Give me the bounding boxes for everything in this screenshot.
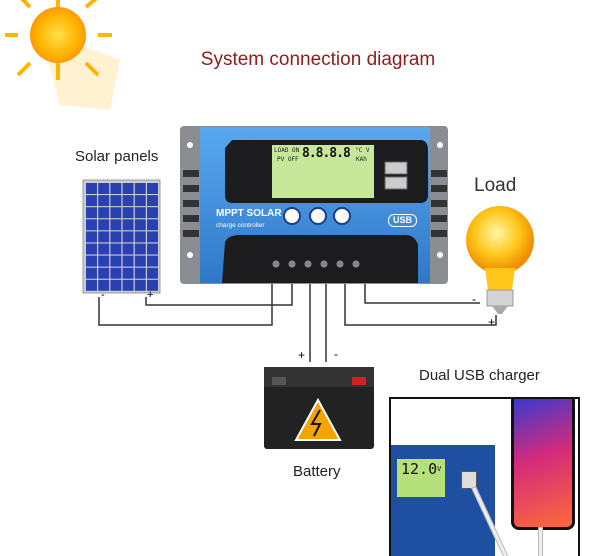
solar-cell xyxy=(134,195,146,207)
phone-cable xyxy=(538,527,543,556)
solar-cell xyxy=(134,255,146,267)
solar-cell xyxy=(86,219,97,231)
solar-cell xyxy=(98,231,110,243)
solar-cell xyxy=(147,195,158,207)
usb-badge: USB xyxy=(388,214,418,227)
solar-cell xyxy=(147,243,158,255)
load-plus: + xyxy=(488,315,496,329)
solar-cell xyxy=(122,207,134,219)
lcd-pv-off: PV OFF xyxy=(277,156,299,163)
solar-cell xyxy=(86,243,97,255)
solar-cell xyxy=(134,243,146,255)
smartphone-image xyxy=(511,399,575,530)
solar-cell xyxy=(147,219,158,231)
solar-cell xyxy=(86,255,97,267)
solar-cell xyxy=(98,243,110,255)
inset-lcd xyxy=(397,459,445,497)
panel-plus: + xyxy=(147,289,154,301)
solar-cell xyxy=(147,255,158,267)
solar-cell xyxy=(86,267,97,279)
solar-cell xyxy=(147,231,158,243)
brand-line-2: charge controller xyxy=(216,222,265,229)
lcd-load-on: LOAD ON xyxy=(274,147,300,154)
solar-cell xyxy=(147,267,158,279)
inset-lcd-value: 12.0 xyxy=(401,460,438,478)
solar-cell xyxy=(122,195,134,207)
diagram-title: System connection diagram xyxy=(200,49,436,70)
usb-charger-inset: 12.0V xyxy=(389,397,580,556)
battery-label: Battery xyxy=(293,463,341,480)
solar-cell xyxy=(134,279,146,291)
load-minus: - xyxy=(472,292,476,306)
load-label: Load xyxy=(474,175,517,196)
solar-cell xyxy=(98,219,110,231)
solar-cell xyxy=(122,279,134,291)
solar-cell xyxy=(110,207,122,219)
solar-cell xyxy=(147,183,158,194)
solar-cell xyxy=(110,219,122,231)
inset-lcd-unit: V xyxy=(437,465,442,473)
solar-cell xyxy=(110,231,122,243)
solar-cell xyxy=(110,279,122,291)
inset-lcd-reading: 12.0V xyxy=(401,461,441,478)
solar-cell xyxy=(147,207,158,219)
solar-cell xyxy=(134,207,146,219)
solar-cell xyxy=(86,231,97,243)
solar-cell xyxy=(122,219,134,231)
lcd-units-2: KAh xyxy=(356,156,367,163)
solar-cell xyxy=(110,183,122,194)
solar-cell xyxy=(134,183,146,194)
inset-usb-port xyxy=(461,471,477,489)
battery-minus: - xyxy=(334,347,338,361)
solar-cell xyxy=(86,195,97,207)
solar-cell xyxy=(98,207,110,219)
panel-minus: - xyxy=(101,289,105,301)
solar-cell xyxy=(86,279,97,291)
solar-cell xyxy=(147,279,158,291)
lcd-digits: 8.8.8.8 xyxy=(302,146,351,161)
solar-cell xyxy=(122,183,134,194)
usb-charger-label: Dual USB charger xyxy=(419,367,540,384)
solar-cell xyxy=(110,243,122,255)
solar-cell xyxy=(110,267,122,279)
solar-cell xyxy=(98,279,110,291)
solar-cell xyxy=(122,255,134,267)
solar-cell xyxy=(122,243,134,255)
solar-cell xyxy=(86,183,97,194)
solar-cell xyxy=(134,231,146,243)
solar-cell xyxy=(98,183,110,194)
solar-cell xyxy=(122,231,134,243)
solar-cell xyxy=(86,207,97,219)
battery-plus: + xyxy=(298,348,306,362)
solar-cell xyxy=(134,267,146,279)
solar-cell xyxy=(134,219,146,231)
solar-cell xyxy=(98,255,110,267)
solar-cell xyxy=(110,255,122,267)
solar-cell xyxy=(98,195,110,207)
solar-cell xyxy=(122,267,134,279)
lcd-units-1: °C V xyxy=(355,147,370,154)
solar-cell xyxy=(110,195,122,207)
solar-cell xyxy=(98,267,110,279)
solar-panels-label: Solar panels xyxy=(75,148,159,165)
brand-line-1: MPPT SOLAR xyxy=(216,208,282,219)
